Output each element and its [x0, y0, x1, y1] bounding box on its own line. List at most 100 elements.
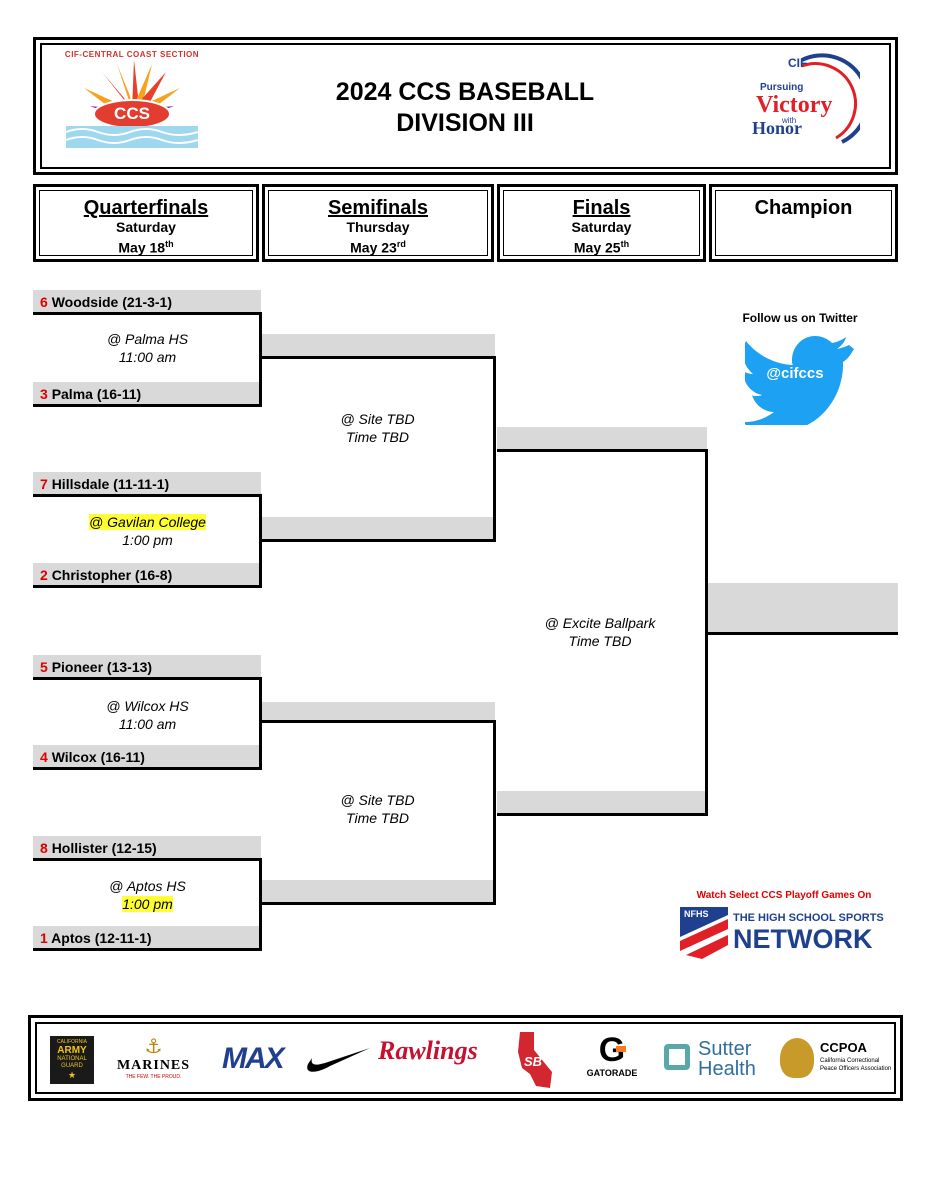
qf-slot-7 — [33, 836, 261, 861]
round-date: May 25th — [573, 239, 630, 256]
game-time: Time TBD — [346, 429, 409, 445]
cif-logo-victory: Victory — [756, 92, 833, 118]
round-day: Saturday — [571, 219, 632, 235]
game-site: @ Wilcox HS — [106, 698, 189, 714]
ccs-logo-mark: CCS — [114, 104, 150, 123]
qf-game-4-info: @ Aptos HS 1:00 pm — [40, 877, 255, 913]
bracket-connector — [705, 449, 708, 816]
round-day: Saturday — [116, 219, 176, 235]
team-entry: 3 Palma (16-11) — [40, 386, 142, 402]
nfhs-flag-icon — [680, 907, 728, 959]
qf-slot-8 — [33, 926, 261, 951]
team-entry: 6 Woodside (21-3-1) — [40, 294, 172, 310]
round-header-semifinals: Semifinals Thursday May 23rd — [262, 184, 494, 262]
game-time: Time TBD — [346, 810, 409, 826]
qf-game-1-info: @ Palma HS 11:00 am — [40, 330, 255, 366]
qf-slot-1 — [33, 290, 261, 315]
sf-slot-3 — [262, 702, 495, 723]
round-name: Finals — [572, 197, 631, 219]
maxpreps-logo: MAX — [222, 1042, 285, 1075]
nfhs-promo: Watch Select CCS Playoff Games On — [696, 890, 872, 901]
eagle-globe-anchor-icon: ⚓ — [144, 1036, 163, 1058]
twitter-bird-icon[interactable]: @cifccs — [741, 333, 855, 432]
qf-slot-6 — [33, 745, 261, 770]
game-site: @ Gavilan College — [89, 514, 206, 530]
team-entry: 8 Hollister (12-15) — [40, 840, 157, 856]
ccs-logo: CCS CIF-CENTRAL COAST SECTION — [62, 50, 202, 152]
round-date: May 18th — [118, 239, 174, 256]
game-time: 1:00 pm — [122, 532, 173, 548]
team-entry: 2 Christopher (16-8) — [40, 567, 173, 583]
page-subtitle: DIVISION III — [396, 109, 534, 137]
round-header-champion: Champion — [709, 184, 898, 262]
game-site: @ Excite Ballpark — [544, 615, 656, 631]
qf-slot-3 — [33, 472, 261, 497]
final-slot-2 — [497, 791, 707, 816]
cif-logo-top: CIF — [788, 56, 808, 70]
sutter-mark-icon — [664, 1044, 690, 1070]
game-site: @ Site TBD — [340, 792, 415, 808]
bracket-connector — [493, 720, 496, 905]
rawlings-logo: Rawlings — [378, 1036, 478, 1065]
cif-logo-pursuing: Pursuing — [760, 82, 804, 93]
game-time: 11:00 am — [118, 349, 177, 365]
round-header-quarterfinals: Quarterfinals Saturday May 18th — [33, 184, 259, 262]
header-inner-frame — [40, 43, 891, 169]
ccpoa-badge-icon — [780, 1038, 814, 1078]
team-entry: 4 Wilcox (16-11) — [40, 749, 145, 765]
round-day: Thursday — [346, 219, 410, 235]
team-entry: 7 Hillsdale (11-11-1) — [40, 476, 170, 492]
header-frame — [33, 37, 898, 175]
round-name: Champion — [754, 197, 853, 219]
game-time: 1:00 pm — [122, 896, 173, 912]
round-name: Semifinals — [327, 197, 429, 219]
qf-slot-2 — [33, 382, 261, 407]
team-entry: 1 Aptos (12-11-1) — [40, 930, 152, 946]
star-icon: ★ — [67, 1070, 77, 1080]
final-game-info: @ Excite Ballpark Time TBD — [500, 614, 700, 650]
sf-game-1-info: @ Site TBD Time TBD — [265, 410, 490, 446]
ccpoa-logo: CCPOA California Correctional Peace Offi… — [778, 1036, 894, 1084]
bracket-connector — [259, 858, 262, 951]
sponsor-inner-frame — [35, 1022, 896, 1094]
gatorade-logo: G GATORADE — [582, 1032, 642, 1088]
bolt-icon — [616, 1046, 626, 1052]
nfhs-line1: THE HIGH SCHOOL SPORTS — [733, 912, 884, 924]
twitter-label: Follow us on Twitter — [742, 311, 858, 325]
california-sb-logo: SB — [516, 1032, 556, 1088]
qf-game-3-info: @ Wilcox HS 11:00 am — [40, 697, 255, 733]
sponsor-frame — [28, 1015, 903, 1101]
game-site: @ Site TBD — [340, 411, 415, 427]
cif-logo-honor: Honor — [752, 118, 803, 138]
bracket-connector — [259, 677, 262, 770]
ccs-logo-arc-text: CIF-CENTRAL COAST SECTION — [64, 50, 200, 59]
army-guard-logo: CALIFORNIA ARMY NATIONAL GUARD ★ — [50, 1036, 94, 1084]
sf-slot-2 — [262, 517, 495, 542]
twitter-handle: @cifccs — [766, 365, 824, 382]
qf-slot-4 — [33, 563, 261, 588]
sutter-health-logo: Sutter Health — [664, 1036, 774, 1080]
cif-logo: CIF Pursuing Victory with Honor — [742, 52, 870, 157]
game-time: 11:00 am — [118, 716, 177, 732]
final-slot-1 — [497, 427, 707, 452]
team-entry: 5 Pioneer (13-13) — [40, 659, 153, 675]
round-header-finals: Finals Saturday May 25th — [497, 184, 706, 262]
champion-slot — [708, 583, 898, 635]
page-title: 2024 CCS BASEBALL — [335, 78, 595, 106]
nike-swoosh-icon — [306, 1044, 372, 1074]
round-name: Quarterfinals — [83, 197, 209, 219]
qf-slot-5 — [33, 655, 261, 680]
game-site: @ Aptos HS — [109, 878, 186, 894]
gatorade-g-icon: G — [598, 1031, 626, 1069]
nfhs-mark: NFHS — [684, 909, 709, 919]
marines-logo: ⚓ MARINES THE FEW. THE PROUD. — [106, 1036, 201, 1086]
qf-game-2-info: @ Gavilan College 1:00 pm — [40, 513, 255, 549]
cif-logo-with: with — [782, 116, 797, 125]
nfhs-line2: NETWORK — [733, 924, 873, 954]
game-time: Time TBD — [568, 633, 632, 649]
bracket-connector — [259, 312, 262, 407]
sf-slot-1 — [262, 334, 495, 359]
bracket-connector — [259, 494, 262, 588]
sf-slot-4 — [262, 880, 495, 905]
game-site: @ Palma HS — [106, 331, 189, 347]
